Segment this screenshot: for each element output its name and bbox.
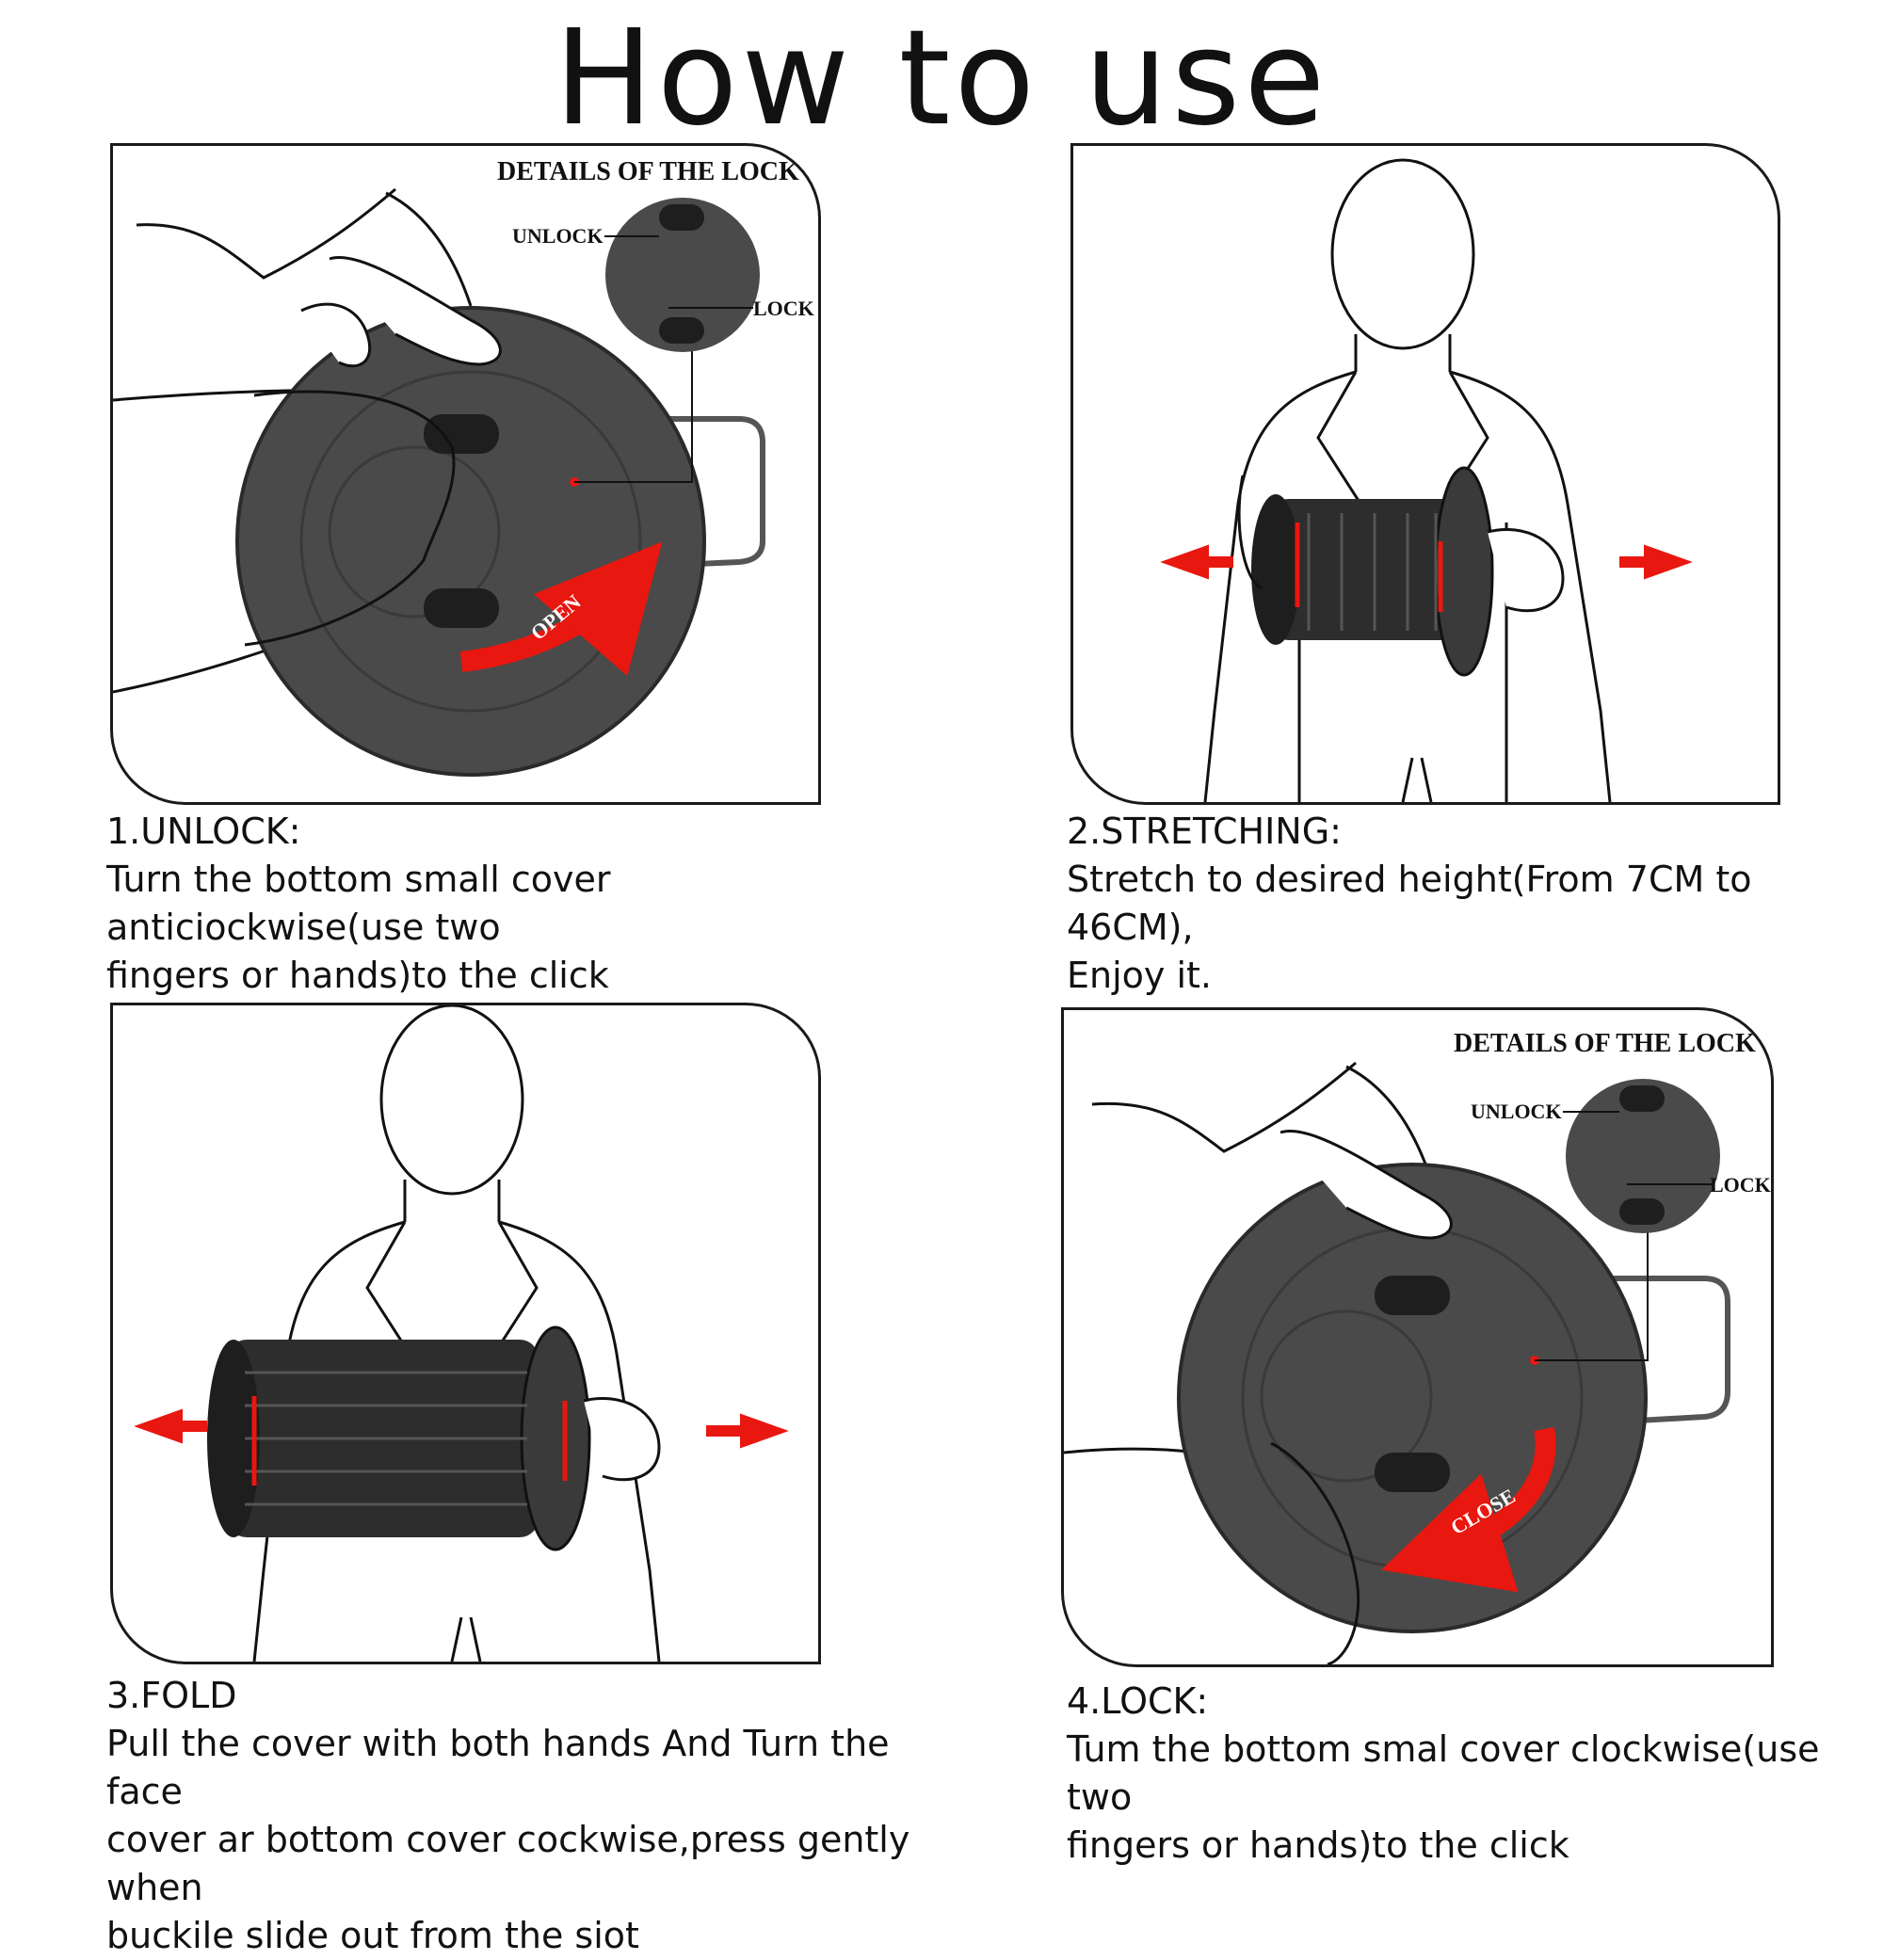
- unlock-label: UNLOCK: [1471, 1100, 1562, 1123]
- stool-bottom-disc: [1177, 1163, 1648, 1633]
- lock-detail-heading: DETAILS OF THE LOCK: [1454, 1029, 1756, 1058]
- right-arrow: [1619, 544, 1693, 580]
- step-body: Pull the cover with both hands And Turn …: [106, 1723, 910, 1956]
- stretching-illustration: [1160, 158, 1693, 802]
- step-2: 2.STRETCHING: Stretch to desired height(…: [1067, 808, 1867, 1000]
- step-4: 4.LOCK: Tum the bottom smal cover clockw…: [1067, 1678, 1867, 1870]
- lock-label: LOCK: [753, 297, 814, 320]
- step-heading: 1.UNLOCK:: [106, 811, 301, 852]
- panel-fold: [110, 1003, 821, 1664]
- panel-lock: DETAILS OF THE LOCK UNLOCK LOCK CLOSE: [1061, 1007, 1774, 1667]
- step-body: Stretch to desired height(From 7CM to 46…: [1067, 859, 1752, 996]
- close-arrow: [1381, 1427, 1556, 1593]
- step-1: 1.UNLOCK: Turn the bottom small cover an…: [106, 808, 907, 1000]
- stool-bottom-disc: [235, 306, 706, 777]
- step-body: Turn the bottom small cover anticiockwis…: [106, 859, 611, 996]
- step-heading: 3.FOLD: [106, 1675, 237, 1716]
- page-title: How to use: [554, 2, 1329, 155]
- lock-illustration: [1064, 1061, 1730, 1664]
- step-body: Tum the bottom smal cover clockwise(use …: [1067, 1728, 1820, 1866]
- open-arrow: [459, 541, 663, 677]
- lock-detail-circle: [1566, 1079, 1720, 1233]
- step-3: 3.FOLD Pull the cover with both hands An…: [106, 1672, 935, 1960]
- unlock-label: UNLOCK: [512, 224, 604, 248]
- right-arrow: [706, 1413, 789, 1449]
- left-arrow: [134, 1408, 207, 1444]
- lock-label: LOCK: [1710, 1173, 1771, 1197]
- left-arrow: [1160, 544, 1233, 580]
- step-heading: 4.LOCK:: [1067, 1680, 1209, 1722]
- fold-illustration: [134, 1005, 789, 1662]
- lock-detail-heading: DETAILS OF THE LOCK: [497, 157, 799, 186]
- stool-body: [1271, 499, 1459, 640]
- panel-stretching: [1070, 143, 1780, 805]
- step-heading: 2.STRETCHING:: [1067, 811, 1342, 852]
- panel-unlock: DETAILS OF THE LOCK UNLOCK LOCK OPEN: [110, 143, 821, 805]
- unlock-illustration: [113, 187, 765, 777]
